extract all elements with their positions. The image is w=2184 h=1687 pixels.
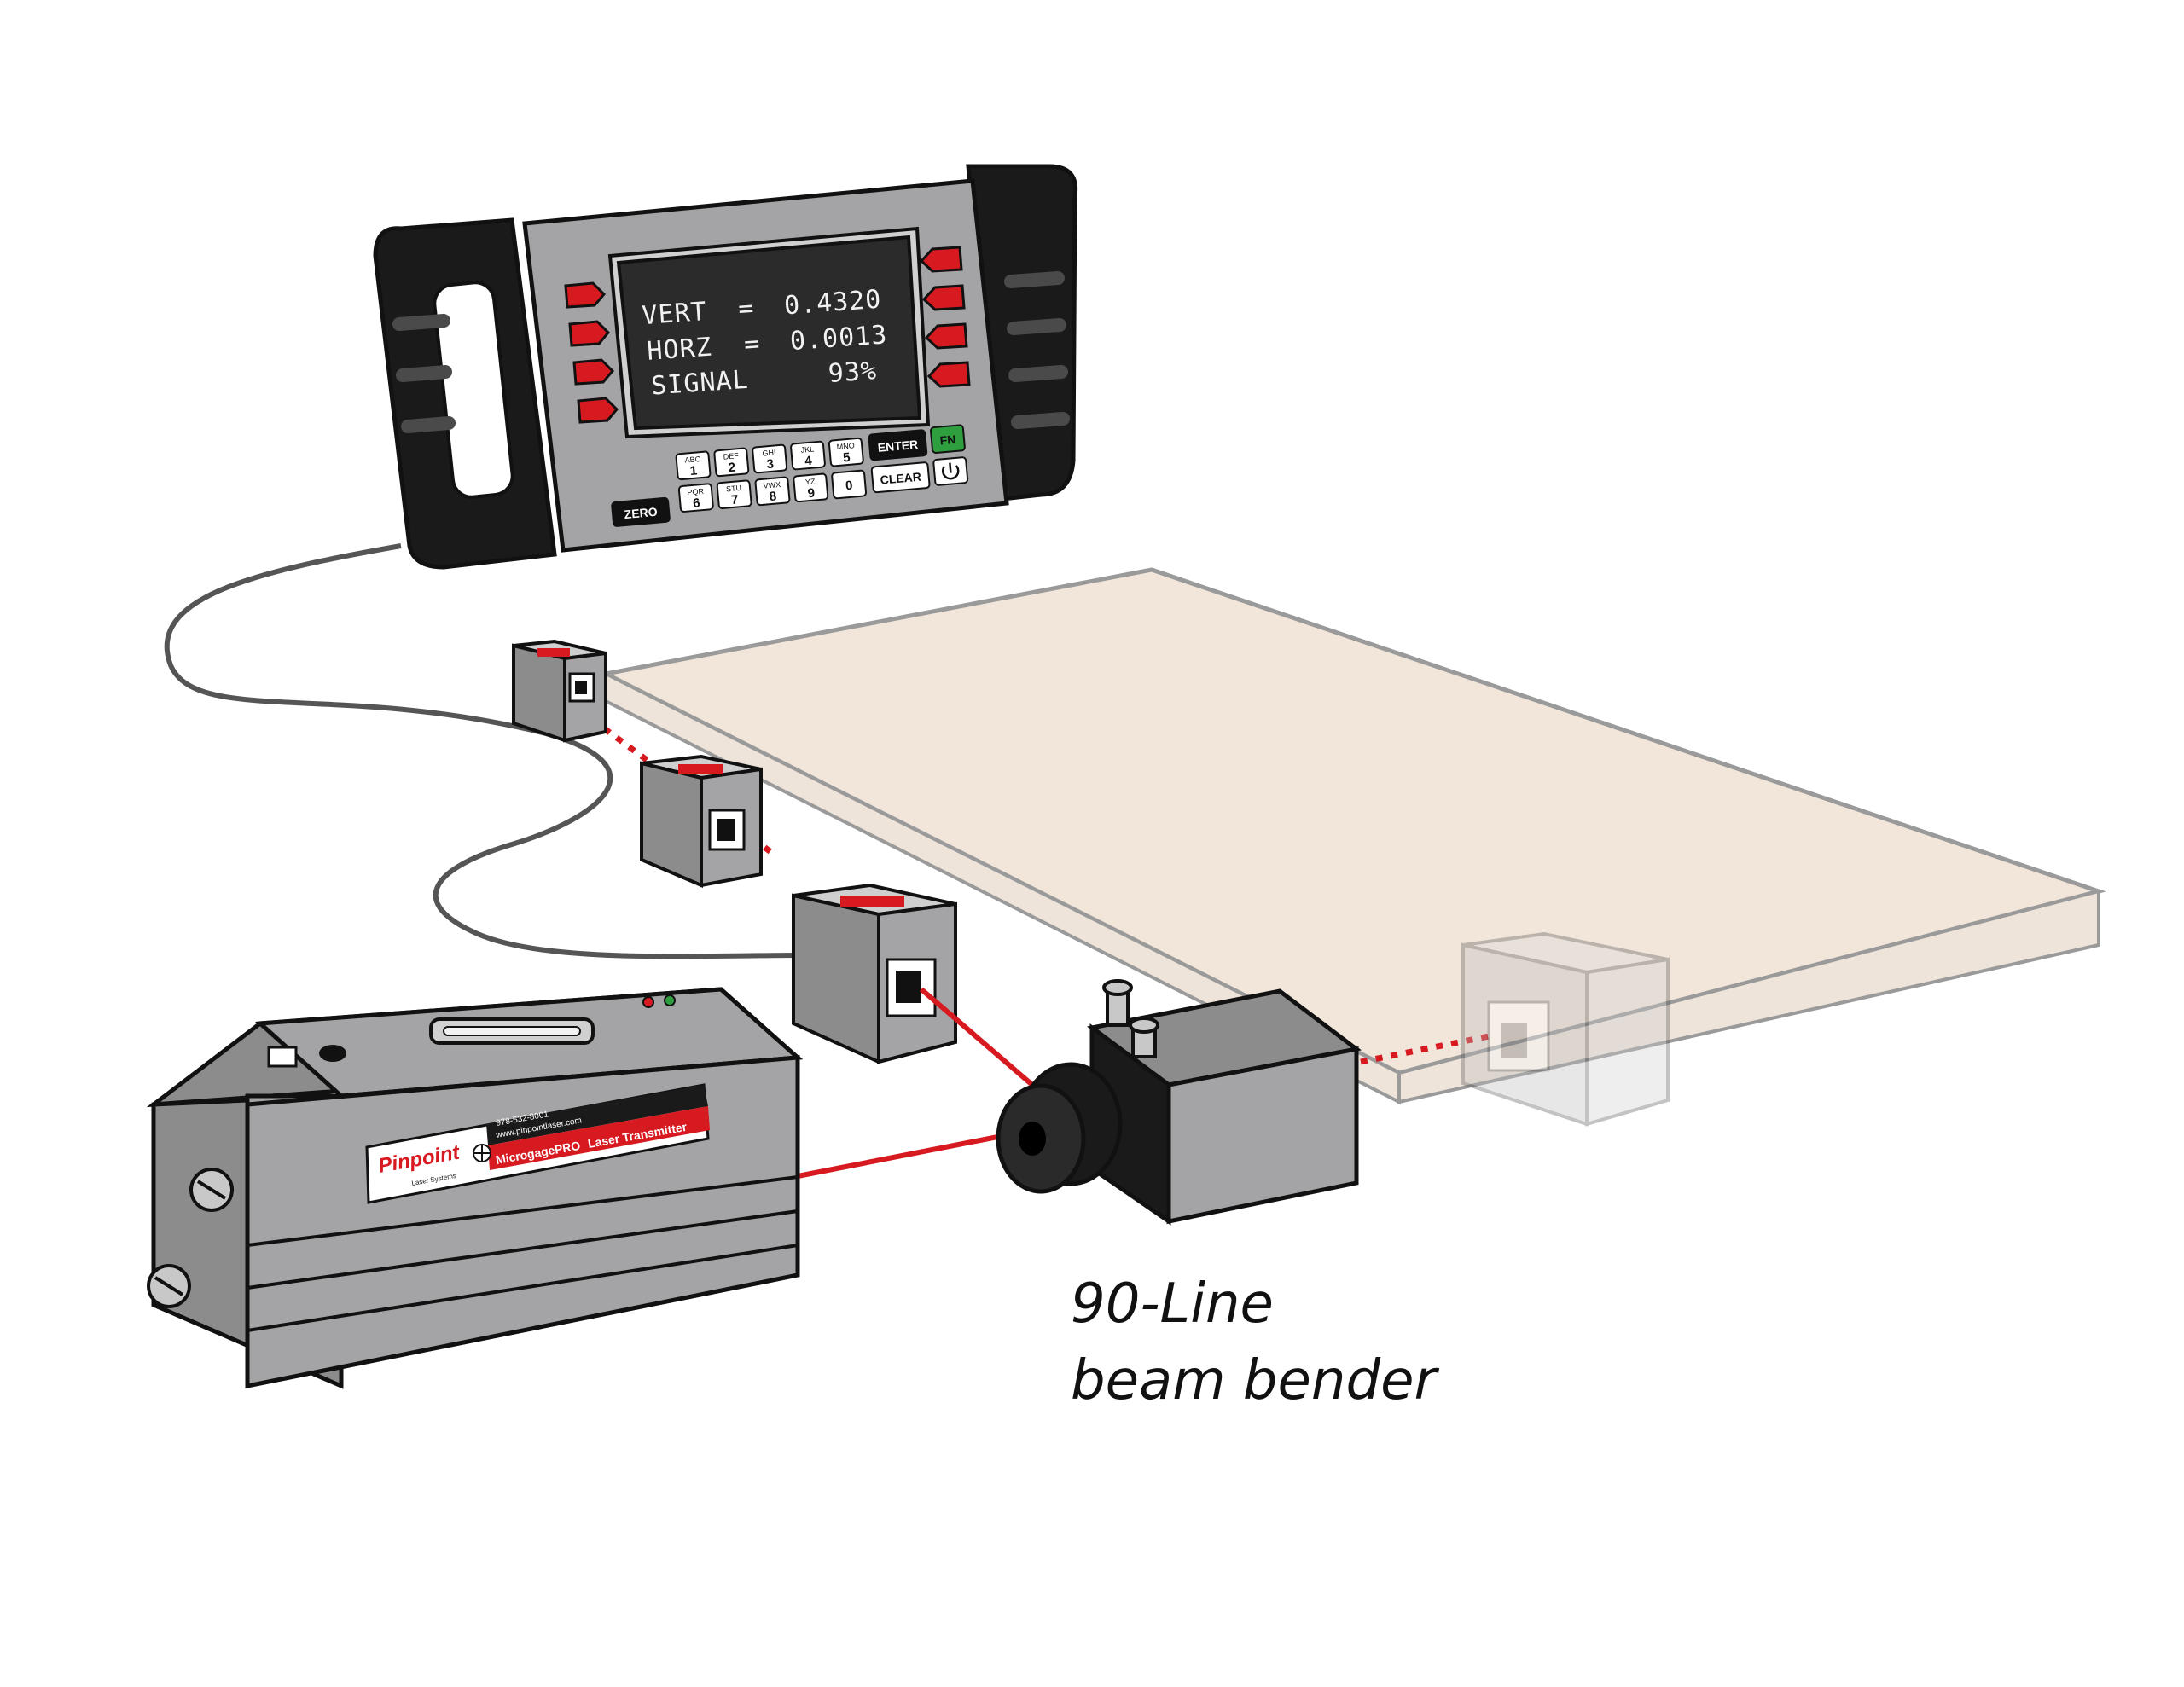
vert-value: 0.4320 [783, 285, 883, 322]
svg-text:8: 8 [769, 489, 777, 504]
svg-text:CLEAR: CLEAR [880, 470, 921, 487]
laser-target-medium [640, 754, 763, 889]
keypad-key[interactable]: VWX 8 [754, 476, 791, 507]
svg-text:MNO: MNO [836, 441, 855, 451]
laser-target-ghost [1461, 931, 1670, 1127]
laser-target-small [512, 639, 607, 743]
zero-button[interactable]: ZERO [611, 496, 671, 527]
svg-text:6: 6 [692, 496, 700, 511]
svg-text:FN: FN [939, 432, 956, 448]
laser-target-large [792, 883, 957, 1065]
power-icon [941, 462, 960, 480]
crosshair-icon [473, 1144, 491, 1162]
softkey-right-1[interactable] [919, 246, 963, 273]
svg-text:1: 1 [689, 463, 698, 478]
keypad-key[interactable]: STU 7 [716, 479, 752, 510]
svg-text:DEF: DEF [723, 451, 739, 461]
horz-value: 0.0013 [789, 320, 889, 357]
caption-line-1: 90-Line [1071, 1272, 1274, 1336]
svg-text:5: 5 [842, 450, 851, 466]
enter-button[interactable]: ENTER [868, 429, 928, 461]
fn-button[interactable]: FN [930, 424, 966, 454]
clear-button[interactable]: CLEAR [870, 461, 931, 494]
svg-text:YZ: YZ [805, 477, 816, 486]
softkey-right-2[interactable] [921, 284, 966, 311]
svg-text:GHI: GHI [762, 448, 776, 457]
svg-text:7: 7 [730, 492, 739, 507]
svg-text:3: 3 [766, 457, 775, 472]
signal-label: SIGNAL [650, 365, 750, 402]
svg-text:JKL: JKL [800, 444, 814, 454]
keypad-key[interactable]: PQR 6 [677, 483, 714, 513]
power-button[interactable] [932, 456, 969, 486]
svg-text:ENTER: ENTER [877, 438, 919, 455]
svg-text:STU: STU [726, 484, 742, 494]
laser-transmitter: Pinpoint Laser Systems 978-532-8001 www.… [146, 987, 804, 1389]
svg-text:ZERO: ZERO [624, 505, 658, 521]
keypad-key[interactable]: YZ 9 [793, 472, 829, 503]
svg-text:4: 4 [804, 454, 813, 469]
laser-beam-solid [793, 987, 1034, 1180]
keypad-key[interactable]: MNO 5 [828, 437, 864, 467]
horz-label: HORZ [646, 333, 713, 367]
signal-value: 93% [828, 356, 878, 389]
keypad: ABC 1 DEF 2 GHI 3 JKL 4 MNO 5 [611, 424, 969, 527]
work-table [599, 567, 2106, 1105]
beam-bender [996, 979, 1362, 1226]
svg-text:2: 2 [728, 461, 736, 476]
lcd-screen: VERT = 0.4320 HORZ = 0.0013 SIGNAL 93% [641, 285, 889, 402]
softkey-left-1[interactable] [564, 281, 607, 309]
svg-text:0: 0 [845, 478, 853, 494]
vert-equals: = [737, 293, 755, 324]
keypad-key[interactable]: 0 [831, 469, 868, 500]
softkey-left-2[interactable] [568, 320, 611, 347]
svg-text:VWX: VWX [763, 480, 781, 490]
keypad-key[interactable]: ABC 1 [675, 450, 712, 481]
keypad-key[interactable]: DEF 2 [713, 447, 750, 478]
horz-equals: = [743, 329, 761, 360]
svg-text:9: 9 [807, 486, 816, 501]
transmitter-label: Pinpoint Laser Systems 978-532-8001 www.… [365, 1083, 710, 1204]
softkey-right-4[interactable] [926, 361, 971, 388]
softkey-right-3[interactable] [924, 322, 968, 350]
svg-text:PQR: PQR [687, 487, 705, 497]
keypad-key[interactable]: GHI 3 [752, 443, 788, 474]
caption-line-2: beam bender [1071, 1349, 1439, 1412]
readout-device: VERT = 0.4320 HORZ = 0.0013 SIGNAL 93% A… [373, 164, 1078, 570]
keypad-key[interactable]: JKL 4 [790, 440, 826, 471]
softkey-left-3[interactable] [572, 358, 615, 386]
caption: 90-Line beam bender [1071, 1272, 1439, 1412]
softkey-left-4[interactable] [577, 397, 619, 424]
svg-text:ABC: ABC [684, 455, 701, 465]
vert-label: VERT [641, 297, 708, 331]
readout-cable [164, 543, 803, 959]
